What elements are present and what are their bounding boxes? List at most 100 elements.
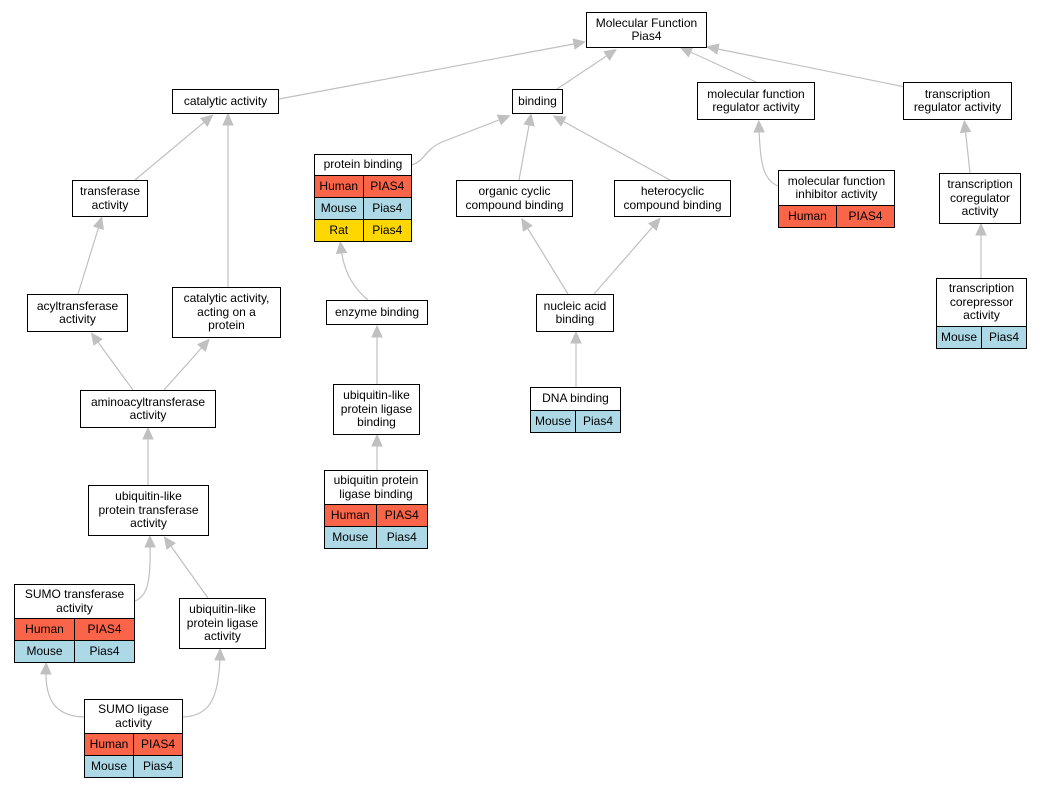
go-term-node-enzbind[interactable]: enzyme binding xyxy=(326,300,428,325)
node-title-line: transcription xyxy=(947,177,1013,192)
node-title-line: SUMO transferase xyxy=(24,587,125,601)
edge-orgcyc-to-binding xyxy=(518,112,535,181)
edge-line xyxy=(524,223,569,295)
node-title: enzyme binding xyxy=(327,301,427,324)
node-title-line: molecular function xyxy=(707,86,805,101)
arrow-head xyxy=(92,216,104,230)
annotation-row-mouse: Mouse Pias4 xyxy=(315,197,411,219)
edge-line xyxy=(685,49,757,83)
gene-label: Pias4 xyxy=(362,198,412,219)
node-title-line: nucleic acid xyxy=(543,298,607,313)
arrow-head xyxy=(570,330,582,344)
edge-line xyxy=(134,118,209,181)
edge-nucacid-to-hetero xyxy=(593,217,661,295)
edge-ubprotlig-to-ublbind xyxy=(371,433,383,470)
species-label: Human xyxy=(319,178,359,193)
edge-line xyxy=(558,118,671,181)
node-title-line: protein binding xyxy=(323,157,403,172)
node-title-line: regulator activity xyxy=(913,100,1002,114)
node-title-line: protein ligase xyxy=(340,401,413,416)
arrow-head xyxy=(163,536,176,550)
species-label: Mouse xyxy=(332,529,369,544)
node-title-line: aminoacyltransferase xyxy=(90,394,206,409)
node-title-line: binding xyxy=(518,93,557,108)
node-title-line: activity xyxy=(91,197,129,212)
species-label: Human xyxy=(89,736,129,751)
species-label: Mouse xyxy=(534,413,572,428)
go-term-node-catalytic[interactable]: catalytic activity xyxy=(172,89,279,114)
edge-hetero-to-binding xyxy=(552,115,671,181)
species-label: Human xyxy=(25,621,64,636)
node-title-line: acting on a xyxy=(197,304,256,319)
arrow-head xyxy=(959,119,972,134)
arrow-head xyxy=(142,426,154,440)
node-title: binding xyxy=(513,90,562,113)
node-title-line: DNA binding xyxy=(542,391,609,406)
edge-line xyxy=(45,668,85,718)
arrow-head xyxy=(648,217,661,231)
node-title-line: coregulator xyxy=(949,190,1011,205)
edge-mfinhib-to-mfreg xyxy=(753,119,779,187)
arrow-head xyxy=(705,43,720,55)
node-title-line: transcription xyxy=(924,86,991,101)
node-title-line: enzyme binding xyxy=(334,304,420,319)
node-title-line: transferase xyxy=(79,184,141,198)
gene-label: Pias4 xyxy=(575,411,620,432)
edge-line xyxy=(964,126,971,174)
arrow-head xyxy=(200,114,214,127)
arrow-head xyxy=(222,112,234,126)
arrow-head xyxy=(521,217,533,232)
arrow-head xyxy=(679,47,694,58)
edge-mfreg-to-root xyxy=(679,47,757,83)
node-title-line: activity xyxy=(56,600,93,615)
go-term-node-binding[interactable]: binding xyxy=(512,89,563,114)
edge-sumolig-to-ubllig xyxy=(182,647,226,718)
edge-aminoacyl-to-catprot xyxy=(163,338,210,391)
species-label: Mouse xyxy=(940,329,978,344)
arrow-head xyxy=(90,332,103,346)
species-label: Mouse xyxy=(320,200,357,215)
node-title-line: protein xyxy=(208,318,245,333)
node-title-line: binding xyxy=(357,415,396,430)
edge-line xyxy=(94,337,134,391)
gene-label: PIAS4 xyxy=(836,206,894,227)
node-title-line: ubiquitin-like xyxy=(343,388,410,403)
node-title-line: compound binding xyxy=(623,197,722,212)
node-title-line: acyltransferase xyxy=(36,298,119,313)
edge-sumotrans-to-ubltrans xyxy=(134,534,156,602)
